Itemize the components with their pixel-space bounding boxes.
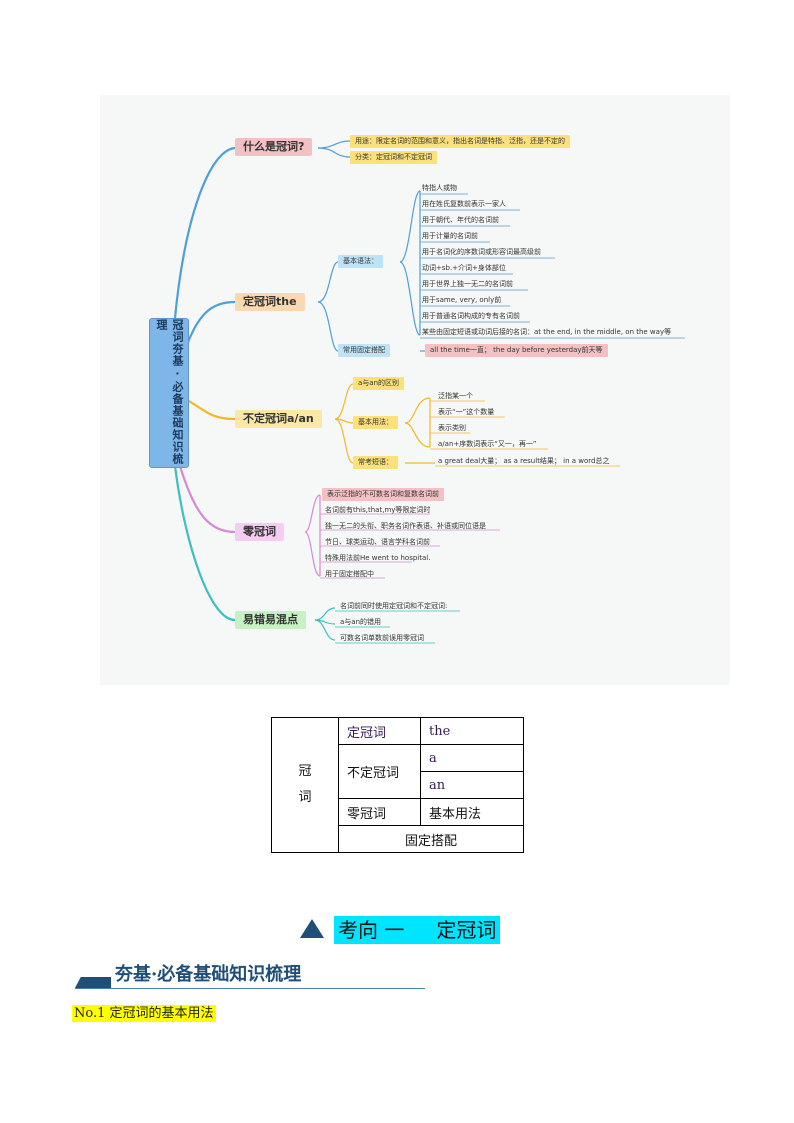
- cell-an: an: [420, 771, 524, 799]
- indefinite-phrase-label: 常考短语：: [353, 456, 398, 469]
- mistake-item: 可数名词单数前误用零冠词: [340, 634, 424, 642]
- definite-basic-label: 基本语法：: [338, 255, 383, 268]
- branch-zero-article: 零冠词: [235, 523, 284, 541]
- mistake-item: a与an的错用: [340, 618, 382, 626]
- definite-item: 用于世界上独一无二的名词前: [422, 280, 513, 288]
- indefinite-phrase-item: a great deal大量； as a result结果； in a word…: [438, 457, 610, 465]
- mindmap-root: 冠词夯基·必备基础知识梳理: [149, 318, 189, 468]
- definite-item: 用于名词化的序数词或形容词最高级前: [422, 248, 541, 256]
- cell-fixed: 固定搭配: [338, 825, 524, 853]
- section-heading-text: 夯基·必备基础知识梳理: [115, 964, 302, 985]
- definite-item: 动词+sb.+介词+身体部位: [422, 264, 506, 272]
- zero-item: 节日、球类运动、语言学科名词前: [325, 538, 430, 546]
- cell-definite: 定冠词: [338, 717, 421, 745]
- cell-the: the: [420, 717, 524, 745]
- indefinite-item: 泛指某一个: [438, 392, 473, 400]
- triangle-icon: [300, 918, 324, 938]
- definite-item: 某些由固定短语或动词后接的名词：at the end, in the middl…: [422, 328, 672, 336]
- cell-indefinite: 不定冠词: [338, 744, 421, 799]
- cell-a: a: [420, 744, 524, 772]
- root-char-1: 冠: [298, 764, 312, 779]
- definite-fixed-item: all the time一直； the day before yesterday…: [425, 344, 608, 357]
- zero-item: 表示泛指的不可数名词和复数名词前: [322, 488, 444, 501]
- mindmap: 冠词夯基·必备基础知识梳理 什么是冠词? 用途：限定名词的范围和意义，指出名词是…: [100, 95, 730, 685]
- title-right: 定冠词: [436, 918, 497, 942]
- indefinite-item: 表示“一”这个数量: [438, 408, 495, 416]
- subheading: No.1 定冠词的基本用法: [72, 1005, 216, 1022]
- indefinite-item: 表示类别: [438, 424, 466, 432]
- definite-item: 用于朝代、年代的名词前: [422, 216, 499, 224]
- branch-what-is-article: 什么是冠词?: [235, 138, 313, 156]
- title-left: 考向 一: [338, 918, 405, 942]
- root-char-2: 词: [298, 790, 312, 805]
- definite-fixed-label: 常用固定搭配: [338, 344, 390, 357]
- section-title: 考向 一 定冠词: [334, 916, 501, 944]
- article-purpose: 用途：限定名词的范围和意义，指出名词是特指、泛指，还是不定的: [350, 135, 570, 148]
- table-root-cell: 冠 词: [271, 717, 339, 853]
- indefinite-diff-label: a与an的区别: [353, 377, 405, 390]
- definite-item: 特指人或物: [422, 184, 457, 192]
- definite-item: 用于same, very, only前: [422, 296, 502, 304]
- cell-zero: 零冠词: [338, 798, 421, 826]
- branch-common-mistakes: 易错易混点: [235, 611, 306, 629]
- heading-bar-icon: [75, 977, 111, 988]
- zero-item: 特殊用法前He went to hospital.: [325, 554, 431, 562]
- definite-item: 用于普通名词构成的专有名词前: [422, 312, 520, 320]
- branch-definite-article: 定冠词the: [235, 293, 305, 311]
- indefinite-basic-label: 基本用法：: [353, 416, 398, 429]
- zero-item: 独一无二的头衔、职务名词作表语、补语或同位语是: [325, 522, 486, 530]
- article-types: 分类：定冠词和不定冠词: [350, 151, 437, 164]
- definite-item: 用于计量的名词前: [422, 232, 478, 240]
- mistake-item: 名词前同时使用定冠词和不定冠词:: [340, 602, 448, 610]
- branch-indefinite-article: 不定冠词a/an: [235, 410, 322, 428]
- cell-basic-usage: 基本用法: [420, 798, 524, 826]
- definite-item: 用在姓氏复数前表示一家人: [422, 200, 506, 208]
- article-summary-table: 冠 词 定冠词 the 不定冠词 a an 零冠词 基本用法 固定搭配: [271, 717, 524, 853]
- zero-item: 用于固定搭配中: [325, 570, 374, 578]
- mindmap-links: [173, 140, 685, 644]
- zero-item: 名词前有this,that,my等限定词时: [325, 506, 431, 514]
- section-heading: 夯基·必备基础知识梳理: [75, 962, 425, 989]
- section-title-bar: 考向 一 定冠词: [300, 916, 501, 944]
- indefinite-item: a/an+序数词表示“又一，再一”: [438, 440, 537, 448]
